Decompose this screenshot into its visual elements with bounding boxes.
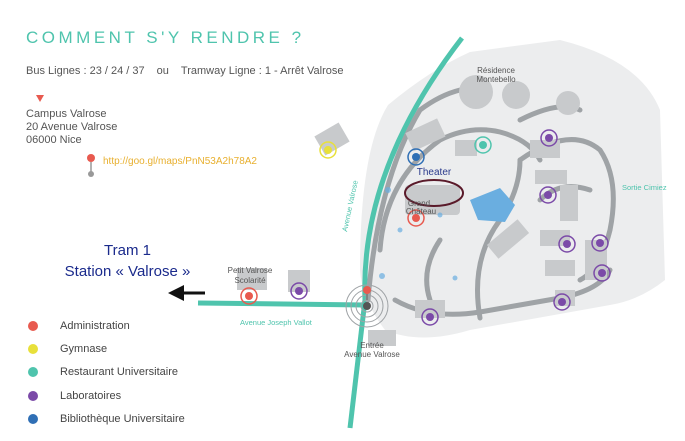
- bus-lines: Bus Lignes : 23 / 24 / 37: [26, 65, 145, 77]
- legend-item-laboratoires: Laboratoires: [28, 384, 185, 407]
- buildings: [237, 75, 607, 346]
- legend-label: Laboratoires: [60, 389, 122, 402]
- tram-arrow-icon: [168, 285, 205, 301]
- decor-dots: [379, 187, 458, 281]
- legend-item-restaurant: Restaurant Universitaire: [28, 361, 185, 384]
- address-line-3: 06000 Nice: [26, 134, 82, 146]
- legend-item-gymnase: Gymnase: [28, 337, 185, 360]
- location-pin: [363, 286, 371, 300]
- tram-line-label: Tram 1: [104, 242, 151, 259]
- address-marker-icon: [36, 95, 44, 102]
- legend-dot-icon: [28, 320, 38, 331]
- label-avenue-vallot: Avenue Joseph Vallot: [240, 318, 313, 327]
- legend-dot-icon: [28, 390, 38, 401]
- address-line-2: 20 Avenue Valrose: [26, 121, 118, 133]
- label-entree-2: Avenue Valrose: [344, 350, 400, 359]
- pool: [470, 188, 515, 222]
- legend-item-administration: Administration: [28, 314, 185, 337]
- marker-admin-petit-valrose: [240, 287, 258, 305]
- theater-marker: [404, 179, 464, 207]
- avenue-vallot-road: [197, 300, 366, 308]
- map-legend: Administration Gymnase Restaurant Univer…: [28, 314, 185, 430]
- legend-label: Bibliothèque Universitaire: [60, 412, 185, 425]
- label-entree-1: Entrée: [360, 341, 384, 350]
- tram-station-label: Tram 1 Station « Valrose »: [40, 240, 215, 282]
- label-sortie-cimiez: Sortie Cimiez: [622, 183, 667, 192]
- label-residence-2: Montebello: [476, 75, 516, 84]
- legend-dot-icon: [28, 367, 38, 378]
- legend-dot-icon: [28, 413, 38, 424]
- link-pin-icon: [87, 154, 95, 177]
- legend-label: Administration: [60, 319, 130, 332]
- marker-lab: [290, 129, 611, 326]
- marker-gymnase: [319, 141, 337, 159]
- legend-dot-icon: [28, 343, 38, 354]
- address-block: Campus Valrose 20 Avenue Valrose 06000 N…: [26, 108, 117, 147]
- label-chateau-2: Château: [406, 207, 436, 216]
- label-petit-valrose-1: Petit Valrose: [228, 266, 273, 275]
- tram-road: [362, 36, 464, 301]
- tram-line: Tramway Ligne : 1 - Arrêt Valrose: [180, 65, 344, 77]
- legend-label: Gymnase: [60, 342, 108, 355]
- tram-stop-center: [363, 302, 371, 310]
- label-chateau-1: Grand: [408, 199, 430, 208]
- maps-link[interactable]: http://goo.gl/maps/PnN53A2h78A2: [103, 156, 257, 167]
- transport-separator: ou: [156, 65, 169, 77]
- label-residence-1: Résidence: [477, 66, 515, 75]
- label-petit-valrose-2: Scolarité: [234, 276, 266, 285]
- marker-restaurant: [474, 136, 492, 154]
- label-theater: Theater: [417, 167, 452, 178]
- tram-station-name: Station « Valrose »: [64, 263, 191, 280]
- marker-admin-chateau: [407, 209, 425, 227]
- label-avenue-valrose: Avenue Valrose: [340, 179, 360, 232]
- page-title: COMMENT S'Y RENDRE ?: [26, 28, 305, 47]
- address-line-1: Campus Valrose: [26, 108, 107, 120]
- transport-info: Bus Lignes : 23 / 24 / 37 ou Tramway Ligne…: [26, 65, 344, 77]
- marker-bibliotheque: [407, 148, 425, 166]
- legend-item-bibliotheque: Bibliothèque Universitaire: [28, 407, 185, 430]
- legend-label: Restaurant Universitaire: [60, 366, 178, 379]
